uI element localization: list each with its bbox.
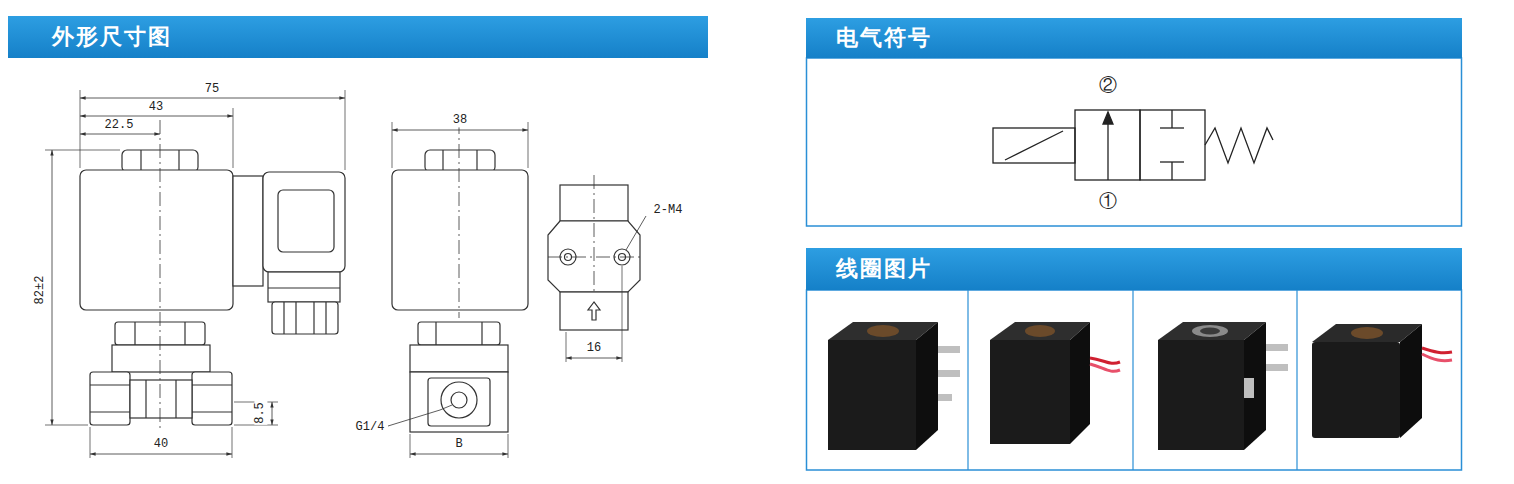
section-title: 电气符号 — [836, 23, 932, 53]
dimension-label: 16 — [586, 342, 602, 355]
side-view — [45, 90, 345, 458]
valve-symbol — [993, 110, 1273, 180]
front-view — [388, 120, 528, 458]
coil-photo — [1312, 324, 1452, 438]
bottom-view — [548, 175, 646, 362]
dimension-label: 82±2 — [34, 275, 47, 306]
coil-photo — [828, 322, 960, 450]
dimension-label: 22.5 — [104, 119, 135, 132]
dimension-label: 75 — [204, 83, 220, 96]
port-number: ② — [1098, 75, 1118, 95]
thread-label: 2-M4 — [653, 204, 684, 217]
coil-photo — [990, 322, 1120, 444]
section-band: 电气符号 — [806, 18, 1462, 58]
dimension-label: 43 — [148, 101, 164, 114]
section-band: 线圈图片 — [806, 248, 1462, 290]
thread-label: G1/4 — [355, 421, 386, 434]
coil-photo — [1158, 322, 1288, 450]
coil-panel — [807, 290, 1462, 470]
dimension-label: B — [454, 438, 463, 451]
section-title: 外形尺寸图 — [52, 22, 172, 52]
dimension-label: 40 — [153, 438, 169, 451]
dimension-label: 8.5 — [254, 401, 267, 425]
section-title: 线圈图片 — [836, 254, 932, 284]
dimension-label: 38 — [452, 114, 468, 127]
port-number: ① — [1098, 191, 1118, 211]
symbol-panel — [807, 58, 1462, 226]
section-band: 外形尺寸图 — [8, 16, 708, 58]
